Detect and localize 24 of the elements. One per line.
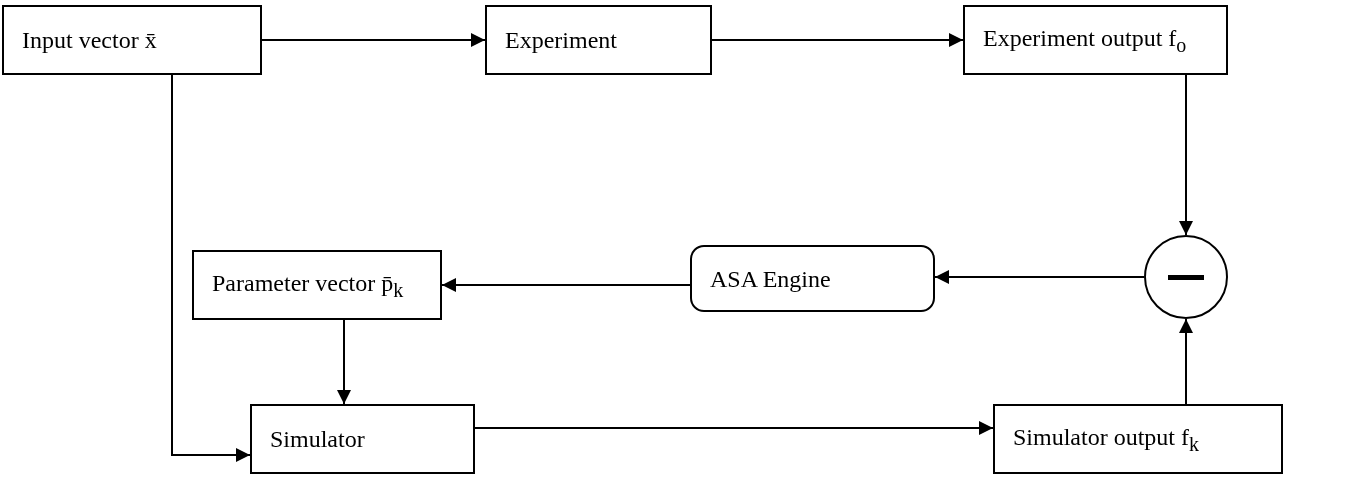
- arrow: [711, 33, 964, 47]
- arrow: [474, 421, 994, 435]
- box-label: Simulator output f$_{k}$: [1012, 424, 1199, 454]
- arrow: [1179, 74, 1193, 236]
- box-label: Experiment output f$_{o}$: [982, 25, 1187, 55]
- box-label: Simulator: [269, 427, 365, 451]
- rounded-process-box: [690, 245, 935, 312]
- summing-junction: [1144, 235, 1228, 319]
- process-box: [2, 5, 262, 75]
- box-label: ASA Engine: [709, 266, 831, 291]
- box-label: Parameter vector p̄$_{k}$: [211, 270, 404, 300]
- arrow: [337, 319, 351, 405]
- process-box: [192, 250, 442, 320]
- arrow: [261, 33, 486, 47]
- process-box: [963, 5, 1228, 75]
- arrow: [934, 270, 1145, 284]
- box-label: Experiment: [504, 28, 617, 52]
- arrow: [171, 74, 251, 462]
- arrow: [441, 278, 691, 292]
- process-box: [485, 5, 712, 75]
- process-box: [250, 404, 475, 474]
- box-label: Input vector x̄: [21, 28, 157, 52]
- process-box: [993, 404, 1283, 474]
- arrow: [1179, 318, 1193, 405]
